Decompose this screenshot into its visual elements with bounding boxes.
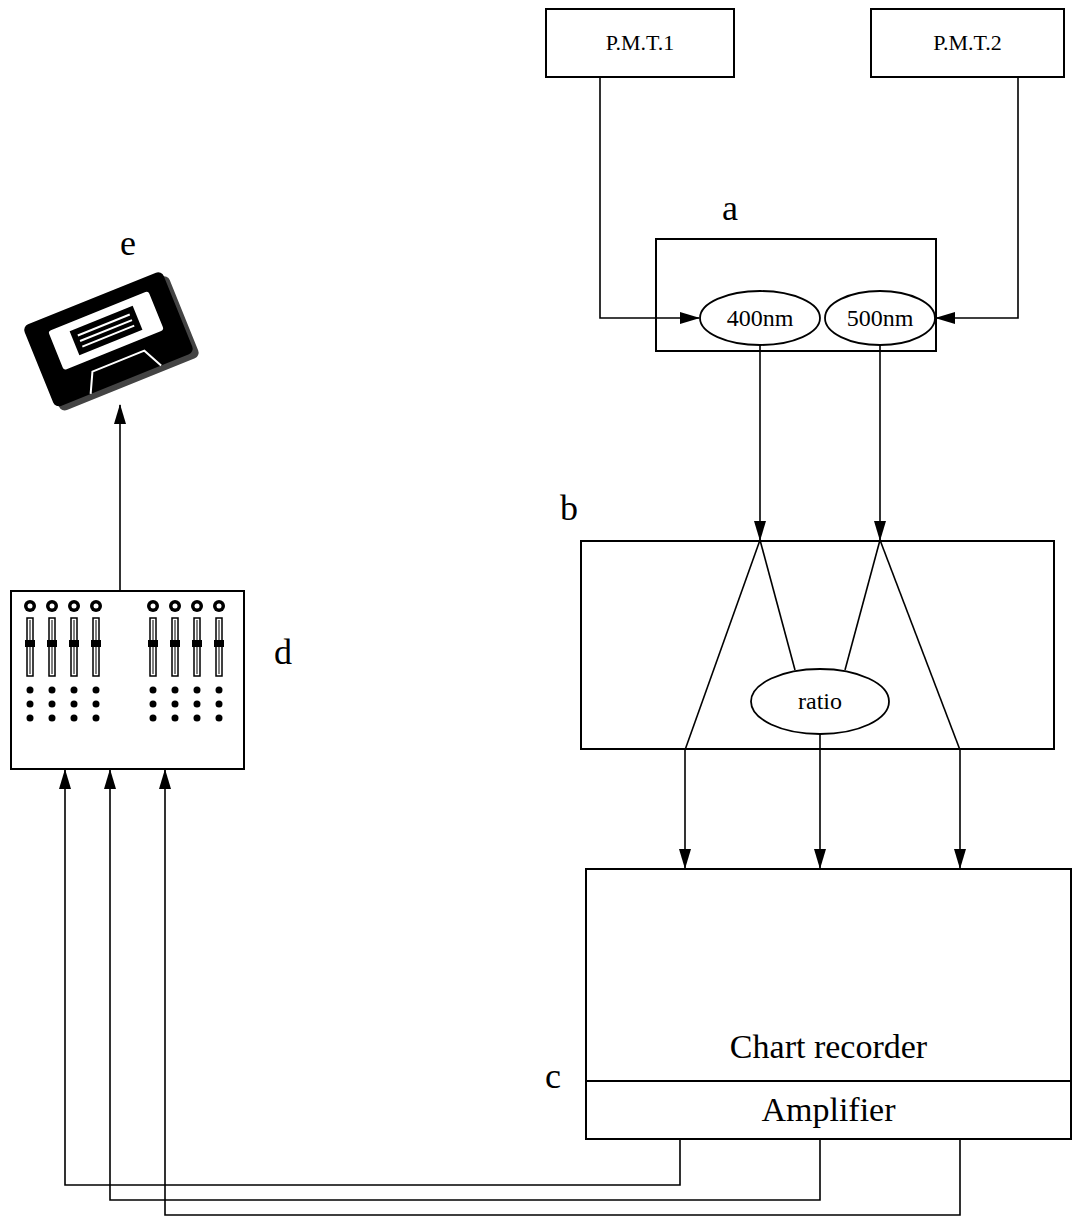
box-label: P.M.T.1 (606, 30, 675, 56)
ratio-wires (685, 540, 960, 750)
signal-arrow (759, 346, 761, 540)
process-box: ratiob (580, 540, 1055, 750)
signal-arrow (165, 770, 960, 1215)
process-box: P.M.T.1 (545, 8, 735, 78)
filter-ellipse: ratio (750, 668, 890, 735)
box-label: P.M.T.2 (933, 30, 1002, 56)
box-label: Amplifier (761, 1091, 895, 1129)
signal-arrow (959, 750, 961, 868)
process-box: Chart recorder (585, 868, 1072, 1082)
signal-arrow (879, 346, 881, 540)
part-letter: a (722, 190, 738, 226)
box-label: Chart recorder (730, 1028, 927, 1066)
signal-arrow (684, 750, 686, 868)
box-label: ratio (798, 688, 842, 715)
process-box: P.M.T.2 (870, 8, 1065, 78)
part-letter: e (120, 225, 136, 261)
cassette-icon (22, 269, 200, 414)
device-group: Chart recorderAmplifierc (585, 868, 1072, 1140)
process-box: d (10, 590, 245, 770)
signal-arrow (600, 78, 699, 318)
filter-ellipse: 500nm (824, 290, 936, 346)
signal-arrow (110, 770, 820, 1200)
box-label: 400nm (727, 305, 794, 332)
device-group: e (20, 225, 210, 405)
signal-arrow (819, 735, 821, 868)
mixer-illustration (24, 600, 225, 722)
part-letter: b (560, 490, 578, 526)
filter-ellipse: 400nm (699, 290, 821, 346)
signal-arrow (65, 770, 680, 1185)
signal-arrow (936, 78, 1018, 318)
part-letter: c (545, 1058, 561, 1094)
part-letter: d (274, 634, 292, 670)
process-box: Amplifier (585, 1080, 1072, 1140)
box-label: 500nm (847, 305, 914, 332)
signal-arrow (119, 405, 121, 590)
process-box: 400nm500nma (655, 238, 937, 352)
